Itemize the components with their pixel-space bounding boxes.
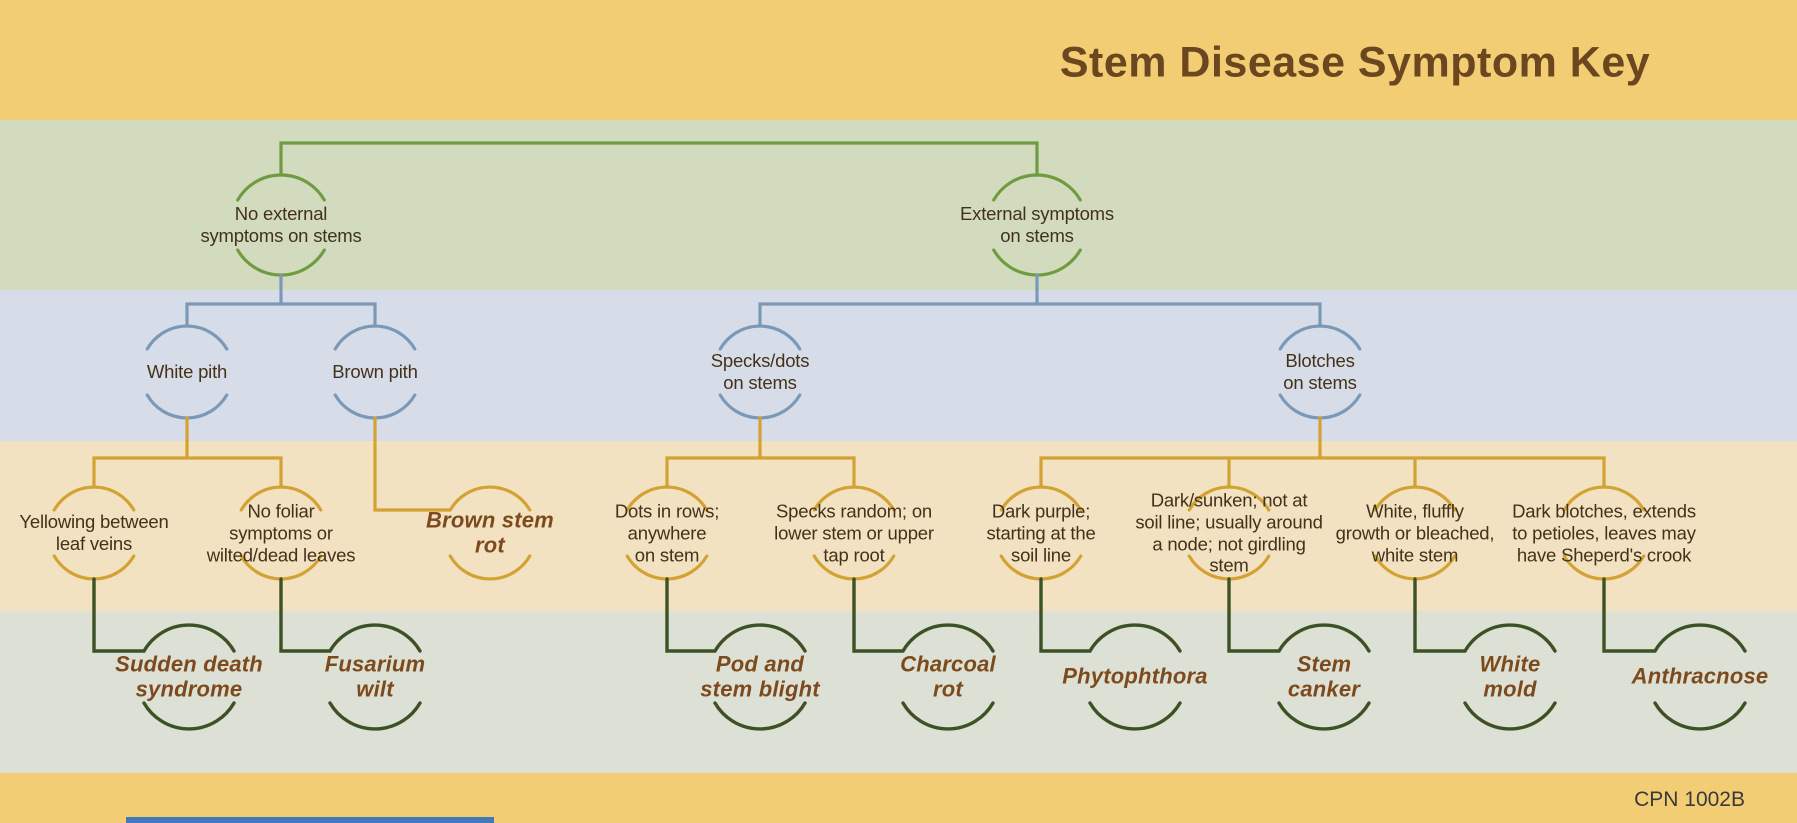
result-brown-stem-rot: Brown stem rot	[426, 507, 554, 557]
split-external-children	[758, 273, 1322, 328]
arc-top-dark-purple	[999, 485, 1083, 512]
arc-bottom-external	[992, 248, 1082, 277]
node-no-foliar-symptoms: No foliar symptoms or wilted/dead leaves	[206, 500, 356, 565]
arc-bottom-white-pith	[145, 393, 229, 420]
band-level1-row	[0, 120, 1797, 290]
node-brown-pith: Brown pith	[332, 361, 418, 383]
arc-top-no-foliar	[239, 485, 323, 512]
arc-top-dots-rows	[625, 485, 709, 512]
arc-top-dark-sunken	[1187, 485, 1271, 512]
node-specks-random: Specks random; on lower stem or upper ta…	[774, 500, 934, 565]
elbow-to-anthracnose	[1602, 577, 1747, 653]
arc-bottom-sds	[142, 701, 236, 731]
result-phytophthora: Phytophthora	[1062, 663, 1208, 689]
publication-code: CPN 1002B	[1634, 788, 1745, 811]
band-level3-row	[0, 441, 1797, 611]
arc-bottom-specks-dots	[718, 393, 802, 420]
node-white-pith: White pith	[146, 361, 228, 383]
arc-top-specks-dots	[718, 324, 802, 351]
root-split-line	[279, 141, 1039, 177]
node-dark-sunken-node: Dark/sunken; not at soil line; usually a…	[1135, 489, 1323, 576]
arc-bottom-anthracnose	[1653, 701, 1747, 731]
arc-bottom-white-mold	[1463, 701, 1557, 731]
result-anthracnose: Anthracnose	[1631, 663, 1769, 689]
node-dark-purple-soil-line: Dark purple; starting at the soil line	[986, 500, 1096, 565]
band-title-row	[0, 0, 1797, 120]
arc-top-blotches	[1278, 324, 1362, 351]
result-sudden-death-syndrome: Sudden death syndrome	[115, 651, 263, 701]
node-yellowing-between-leaf-veins: Yellowing between leaf veins	[19, 511, 169, 554]
arc-bottom-charcoal	[901, 701, 995, 731]
arc-bottom-brown-stem-rot	[448, 554, 532, 581]
arc-bottom-yellowing	[52, 554, 136, 581]
node-dots-in-rows: Dots in rows; anywhere on stem	[614, 500, 720, 565]
result-white-mold: White mold	[1479, 651, 1541, 701]
node-blotches: Blotches on stems	[1283, 350, 1357, 393]
band-footer-row	[0, 773, 1797, 823]
level3-gold-group	[52, 416, 1646, 581]
node-no-external-symptoms: No external symptoms on stems	[200, 203, 362, 246]
node-dark-blotches-petioles: Dark blotches, extends to petioles, leav…	[1512, 500, 1696, 565]
arc-top-yellowing	[52, 485, 136, 512]
split-specks-dots-children	[665, 416, 856, 489]
result-fusarium-wilt: Fusarium wilt	[324, 651, 426, 701]
arc-top-external	[992, 173, 1082, 202]
arc-top-white-fluffy	[1373, 485, 1457, 512]
split-white-pith-children	[92, 416, 283, 489]
band-level2-row	[0, 290, 1797, 441]
footer-accent-bar	[126, 817, 494, 823]
arc-bottom-stem-canker	[1277, 701, 1371, 731]
arc-bottom-phytophthora	[1088, 701, 1182, 731]
elbow-to-phytophthora	[1039, 577, 1182, 653]
elbow-to-charcoal	[852, 577, 995, 653]
node-white-fluffy-growth: White, fluffly growth or bleached, white…	[1335, 500, 1495, 565]
node-external-symptoms: External symptoms on stems	[960, 203, 1114, 246]
arc-top-white-pith	[145, 324, 229, 351]
result-stem-canker: Stem canker	[1287, 651, 1361, 701]
page-title: Stem Disease Symptom Key	[1059, 38, 1651, 87]
split-no-external-children	[185, 273, 377, 328]
level2-blue-group	[145, 273, 1362, 420]
arc-bottom-pod-stem-blight	[713, 701, 807, 731]
result-pod-and-stem-blight: Pod and stem blight	[700, 651, 820, 701]
band-results-row	[0, 611, 1797, 773]
arc-top-brown-pith	[333, 324, 417, 351]
result-charcoal-rot: Charcoal rot	[900, 651, 996, 701]
results-darkgreen-group	[92, 577, 1747, 731]
arc-top-specks-random	[812, 485, 896, 512]
elbow-to-pod-stem-blight	[665, 577, 807, 653]
arc-bottom-brown-pith	[333, 393, 417, 420]
elbow-brown-pith-to-brown-stem-rot	[373, 416, 532, 512]
arc-top-dark-blotches	[1562, 485, 1646, 512]
elbow-to-white-mold	[1413, 577, 1557, 653]
arc-bottom-no-external	[236, 248, 326, 277]
elbow-to-fusarium	[279, 577, 422, 653]
split-blotches-children	[1039, 416, 1606, 489]
level1-green-group	[236, 141, 1082, 277]
elbow-to-stem-canker	[1227, 577, 1371, 653]
arc-top-no-external	[236, 173, 326, 202]
node-specks-dots: Specks/dots on stems	[710, 350, 810, 393]
arc-bottom-fusarium	[328, 701, 422, 731]
arc-bottom-blotches	[1278, 393, 1362, 420]
elbow-to-sds	[92, 577, 236, 653]
